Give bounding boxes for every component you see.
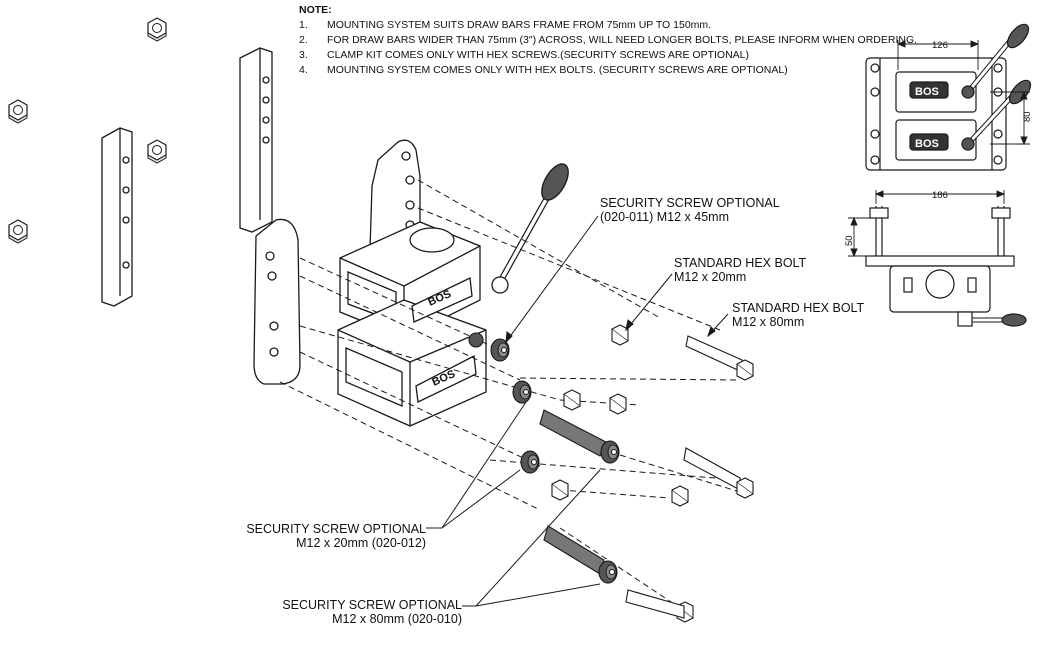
dim-bottom-height — [848, 216, 870, 258]
note-item: 3. CLAMP KIT COMES ONLY WITH HEX SCREWS.(… — [299, 48, 917, 63]
clamp-handle — [491, 163, 569, 294]
callout-line: M12 x 80mm (020-010) — [332, 612, 462, 626]
callout-hex-bolt-20: STANDARD HEX BOLT M12 x 20mm — [674, 256, 806, 284]
callout-line: SECURITY SCREW OPTIONAL — [600, 196, 780, 210]
callout-line: STANDARD HEX BOLT — [732, 301, 865, 315]
dim-side-height — [990, 90, 1030, 146]
notes-block: NOTE: 1. MOUNTING SYSTEM SUITS DRAW BARS … — [299, 3, 917, 78]
note-item: 2. FOR DRAW BARS WIDER THAN 75mm (3") ACR… — [299, 33, 917, 48]
note-number: 1. — [299, 19, 308, 31]
brand-logo-top-view-2: BOS — [915, 138, 939, 150]
loose-nuts — [8, 17, 167, 244]
brand-logo-top-view-1: BOS — [915, 86, 939, 98]
dim-top-width-label: 126 — [932, 40, 948, 51]
dim-bottom-width-label: 186 — [932, 190, 948, 201]
note-text: FOR DRAW BARS WIDER THAN 75mm (3") ACROS… — [327, 34, 918, 46]
dim-bottom-height-label: 50 — [844, 235, 855, 246]
clamp-blocks: BOS BOS — [337, 221, 487, 427]
callout-line: M12 x 20mm — [674, 270, 747, 284]
callout-hex-bolt-80: STANDARD HEX BOLT M12 x 80mm — [732, 301, 864, 329]
note-number: 2. — [299, 34, 308, 46]
hardware — [468, 324, 754, 623]
dim-side-height-label: 80 — [1022, 111, 1033, 122]
callout-line: M12 x 80mm — [732, 315, 805, 329]
callout-line: M12 x 20mm (020-012) — [296, 536, 426, 550]
callout-line: STANDARD HEX BOLT — [674, 256, 807, 270]
dim-top-width — [896, 40, 980, 70]
note-item: 4. MOUNTING SYSTEM COMES ONLY WITH HEX BO… — [299, 63, 917, 78]
note-text: MOUNTING SYSTEM SUITS DRAW BARS FRAME FR… — [327, 19, 712, 31]
callout-line: (020-011) M12 x 45mm — [600, 210, 729, 224]
top-view: BOS BOS — [865, 23, 1032, 171]
dim-bottom-width — [874, 190, 1006, 204]
leader-lines — [426, 215, 729, 607]
note-number: 3. — [299, 49, 308, 61]
front-plate — [253, 218, 301, 385]
notes-heading: NOTE: — [299, 4, 332, 16]
callout-line: SECURITY SCREW OPTIONAL — [282, 598, 462, 612]
note-text: MOUNTING SYSTEM COMES ONLY WITH HEX BOLT… — [327, 64, 788, 76]
callout-security-screw-45: SECURITY SCREW OPTIONAL (020-011) M12 x … — [600, 196, 780, 224]
callout-security-screw-80: SECURITY SCREW OPTIONAL M12 x 80mm (020-… — [262, 598, 462, 626]
front-view — [865, 206, 1027, 327]
note-item: 1. MOUNTING SYSTEM SUITS DRAW BARS FRAME … — [299, 18, 917, 33]
draw-bar-strips — [101, 47, 273, 307]
callout-line: SECURITY SCREW OPTIONAL — [246, 522, 426, 536]
callout-security-screw-20: SECURITY SCREW OPTIONAL M12 x 20mm (020-… — [226, 522, 426, 550]
note-text: CLAMP KIT COMES ONLY WITH HEX SCREWS.(SE… — [327, 49, 750, 61]
note-number: 4. — [299, 64, 308, 76]
